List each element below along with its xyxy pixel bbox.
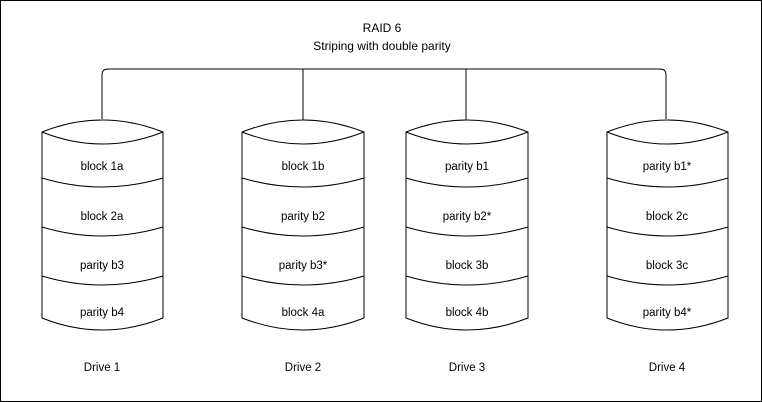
drive-4-label: Drive 4 <box>649 362 686 374</box>
drive-1-divider-1 <box>41 177 164 188</box>
drive-1-cell-3: parity b3 <box>80 260 124 272</box>
drive-3-cell-3: block 3b <box>446 260 489 272</box>
drive-3-divider-2 <box>405 226 529 237</box>
bus-rail <box>101 68 667 119</box>
drive-1-divider-3 <box>41 275 164 286</box>
drive-3[interactable]: parity b1 parity b2* block 3b block 4b D… <box>405 119 529 374</box>
drive-3-top-ellipse-arc <box>405 131 529 145</box>
drive-3-divider-1 <box>405 177 529 188</box>
drive-4-top-ellipse-arc <box>606 131 729 145</box>
drive-4-divider-2 <box>606 226 729 237</box>
drive-1[interactable]: block 1a block 2a parity b3 parity b4 Dr… <box>41 119 164 374</box>
drive-1-cell-1: block 1a <box>81 161 124 173</box>
drive-2[interactable]: block 1b parity b2 parity b3* block 4a D… <box>241 119 365 374</box>
drive-3-cylinder <box>405 119 529 331</box>
drive-2-cell-4: block 4a <box>282 307 325 319</box>
diagram-title-line2: Striping with double parity <box>313 39 450 53</box>
drive-2-top-ellipse-arc <box>241 131 365 145</box>
drive-4[interactable]: parity b1* block 2c block 3c parity b4* … <box>606 119 729 374</box>
drive-2-cell-3: parity b3* <box>279 260 328 272</box>
drive-2-divider-1 <box>241 177 365 188</box>
drive-2-label: Drive 2 <box>285 362 321 374</box>
drive-4-cell-1: parity b1* <box>643 161 692 173</box>
drive-4-cylinder <box>606 119 729 331</box>
drive-1-cell-2: block 2a <box>81 211 124 223</box>
drive-3-cell-1: parity b1 <box>445 161 489 173</box>
drive-2-cell-2: parity b2 <box>281 211 325 223</box>
drive-3-divider-3 <box>405 275 529 286</box>
drive-1-cylinder <box>41 119 164 331</box>
controller-bus <box>101 68 667 132</box>
drive-3-cell-2: parity b2* <box>443 211 492 223</box>
drive-2-divider-2 <box>241 226 365 237</box>
drive-4-cell-3: block 3c <box>646 260 688 272</box>
drive-4-cell-4: parity b4* <box>643 307 692 319</box>
drive-2-cell-1: block 1b <box>282 161 325 173</box>
drive-4-divider-3 <box>606 275 729 286</box>
drive-4-divider-1 <box>606 177 729 188</box>
diagram-title-line1: RAID 6 <box>363 21 402 35</box>
drive-3-cell-4: block 4b <box>446 307 489 319</box>
drive-2-divider-3 <box>241 275 365 286</box>
drive-3-label: Drive 3 <box>449 362 485 374</box>
drive-1-top-ellipse-arc <box>41 131 164 145</box>
drive-4-cell-2: block 2c <box>646 211 688 223</box>
drive-2-cylinder <box>241 119 365 331</box>
drive-1-cell-4: parity b4 <box>80 307 125 319</box>
drive-1-divider-2 <box>41 226 164 237</box>
drive-1-label: Drive 1 <box>84 362 120 374</box>
